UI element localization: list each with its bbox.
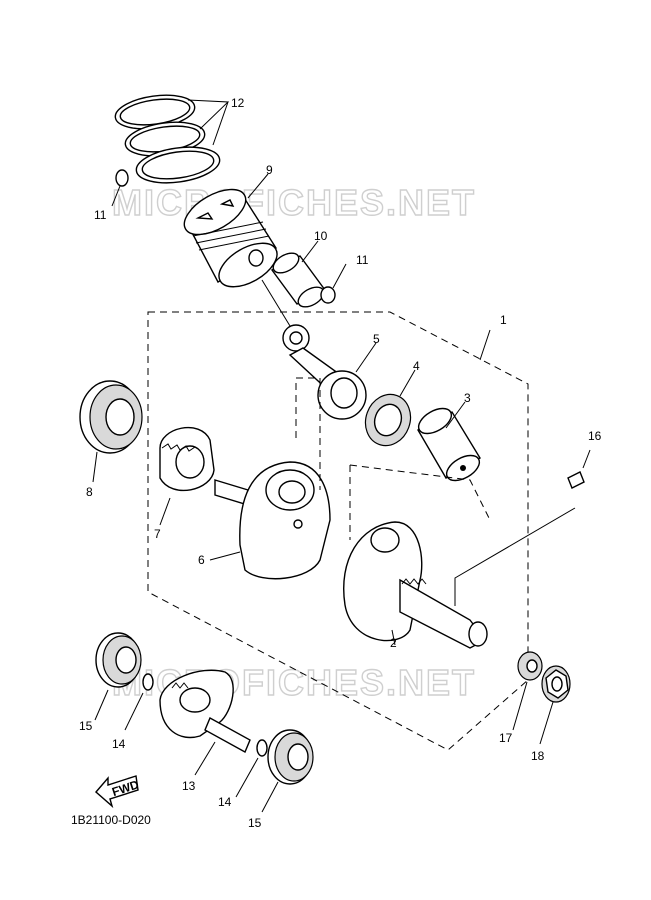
crankshaft-assembly-outline [147,311,529,751]
fwd-label: FWD [110,777,141,799]
label-part-5: 5 [373,332,380,346]
watermark-top: MICROFICHES.NET [112,182,476,223]
label-part-18: 18 [531,749,545,763]
crankshaft-left [214,461,331,580]
label-part-13: 13 [182,779,196,793]
label-part-14-bottom: 14 [218,795,232,809]
piston-rings [114,94,221,184]
ball-bearing-15a [95,632,142,688]
label-part-4: 4 [413,359,420,373]
shim-14b [256,739,268,757]
label-part-12: 12 [231,96,245,110]
piston-pin [270,252,327,308]
needle-bearing [364,393,412,447]
label-part-15-bottom: 15 [248,816,262,830]
label-part-11-upper: 11 [94,208,107,222]
label-part-9: 9 [266,163,273,177]
circlip-upper [115,169,129,187]
label-part-14-left: 14 [112,737,126,751]
label-part-8: 8 [86,485,93,499]
label-part-11-lower: 11 [356,253,369,267]
label-part-3: 3 [464,391,471,405]
piston [183,188,278,288]
flange-nut [541,665,571,703]
washer [517,651,543,681]
ball-bearing-15b [267,729,314,785]
label-part-16: 16 [588,429,602,443]
label-part-17: 17 [499,731,513,745]
label-part-1: 1 [500,313,507,327]
label-part-2: 2 [390,636,397,650]
crank-pin [417,407,481,482]
connecting-rod [282,324,367,420]
crankshaft-right [343,521,488,649]
woodruff-key [567,471,585,489]
label-part-10: 10 [314,229,328,243]
label-part-15-left: 15 [79,719,93,733]
circlip-lower [320,286,336,304]
shim-14a [142,673,154,691]
label-part-7: 7 [154,527,161,541]
gear-7 [159,426,215,492]
fwd-arrow-icon: FWD [95,775,141,809]
label-part-6: 6 [198,553,205,567]
diagram-code: 1B21100-D020 [71,813,151,827]
ball-bearing-8 [79,380,143,454]
balancer-shaft [159,669,251,753]
